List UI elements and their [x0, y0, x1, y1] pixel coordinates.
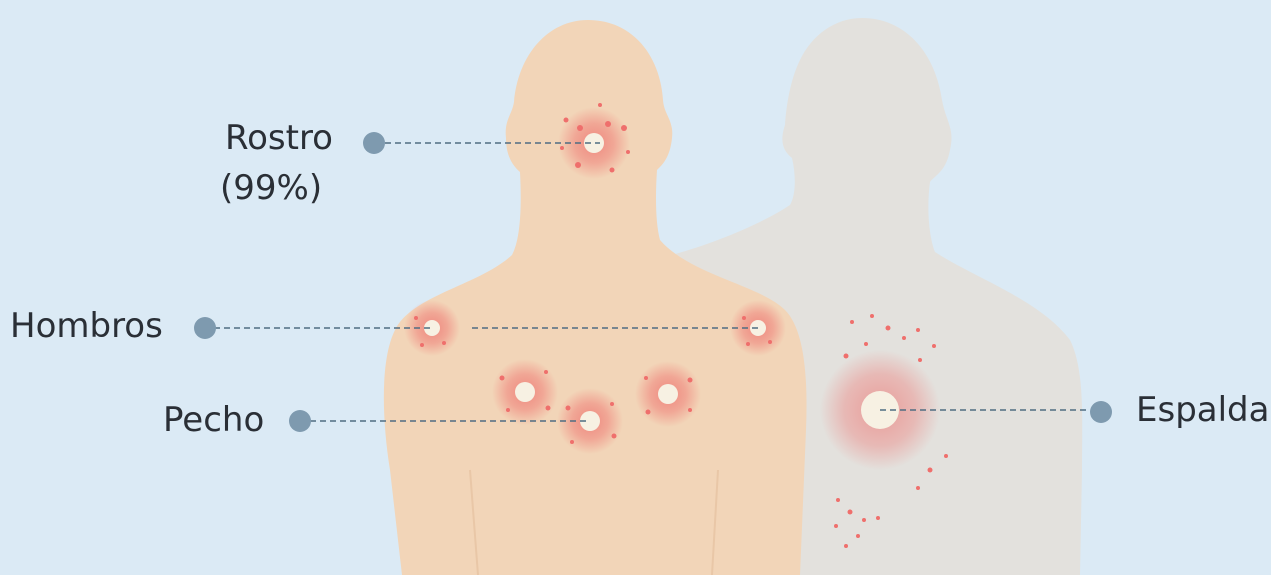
- front-silhouette: [384, 20, 807, 575]
- label-espalda: Espalda: [1136, 390, 1269, 430]
- lesion-chest-left: [492, 359, 558, 425]
- label-rostro: Rostro: [225, 118, 333, 158]
- label-pecho: Pecho: [163, 400, 264, 440]
- lesion-chest-right: [635, 361, 701, 427]
- marker-dot-espalda: [1090, 401, 1112, 423]
- marker-dot-pecho: [289, 410, 311, 432]
- lesion-chest-center: [557, 388, 623, 454]
- label-hombros: Hombros: [10, 306, 163, 346]
- lesion-left-shoulder: [404, 300, 460, 356]
- marker-dot-rostro: [363, 132, 385, 154]
- marker-dot-hombros: [194, 317, 216, 339]
- label-rostro-percentage: (99%): [220, 168, 322, 208]
